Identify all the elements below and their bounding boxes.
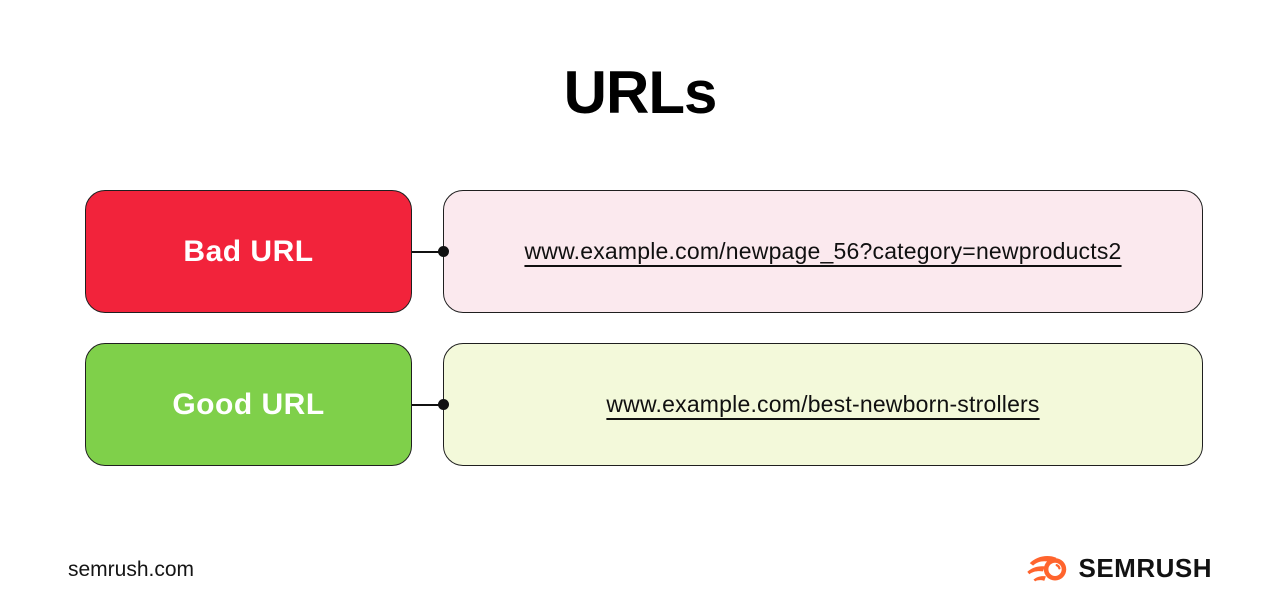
good-url-row: Good URL www.example.com/best-newborn-st… (85, 343, 1203, 466)
connector-line (412, 250, 444, 253)
good-url-label-box: Good URL (85, 343, 412, 466)
bad-url-link[interactable]: www.example.com/newpage_56?category=newp… (524, 238, 1122, 264)
semrush-logo: SEMRUSH (1027, 553, 1212, 584)
semrush-wordmark: SEMRUSH (1078, 553, 1212, 583)
good-url-value-box: www.example.com/best-newborn-strollers (443, 343, 1203, 466)
semrush-flame-icon (1027, 555, 1067, 582)
source-site-text: semrush.com (68, 558, 195, 581)
bad-url-label: Bad URL (183, 234, 314, 268)
bad-url-label-box: Bad URL (85, 190, 412, 313)
good-url-label: Good URL (172, 387, 325, 421)
good-url-link[interactable]: www.example.com/best-newborn-strollers (606, 391, 1040, 417)
good-url-connector (412, 343, 449, 466)
bad-url-row: Bad URL www.example.com/newpage_56?categ… (85, 190, 1203, 313)
connector-line (412, 403, 444, 406)
bad-url-connector (412, 190, 449, 313)
bad-url-value-box: www.example.com/newpage_56?category=newp… (443, 190, 1203, 313)
connector-dot (438, 246, 449, 257)
connector-dot (438, 399, 449, 410)
page-title: URLs (563, 59, 718, 126)
